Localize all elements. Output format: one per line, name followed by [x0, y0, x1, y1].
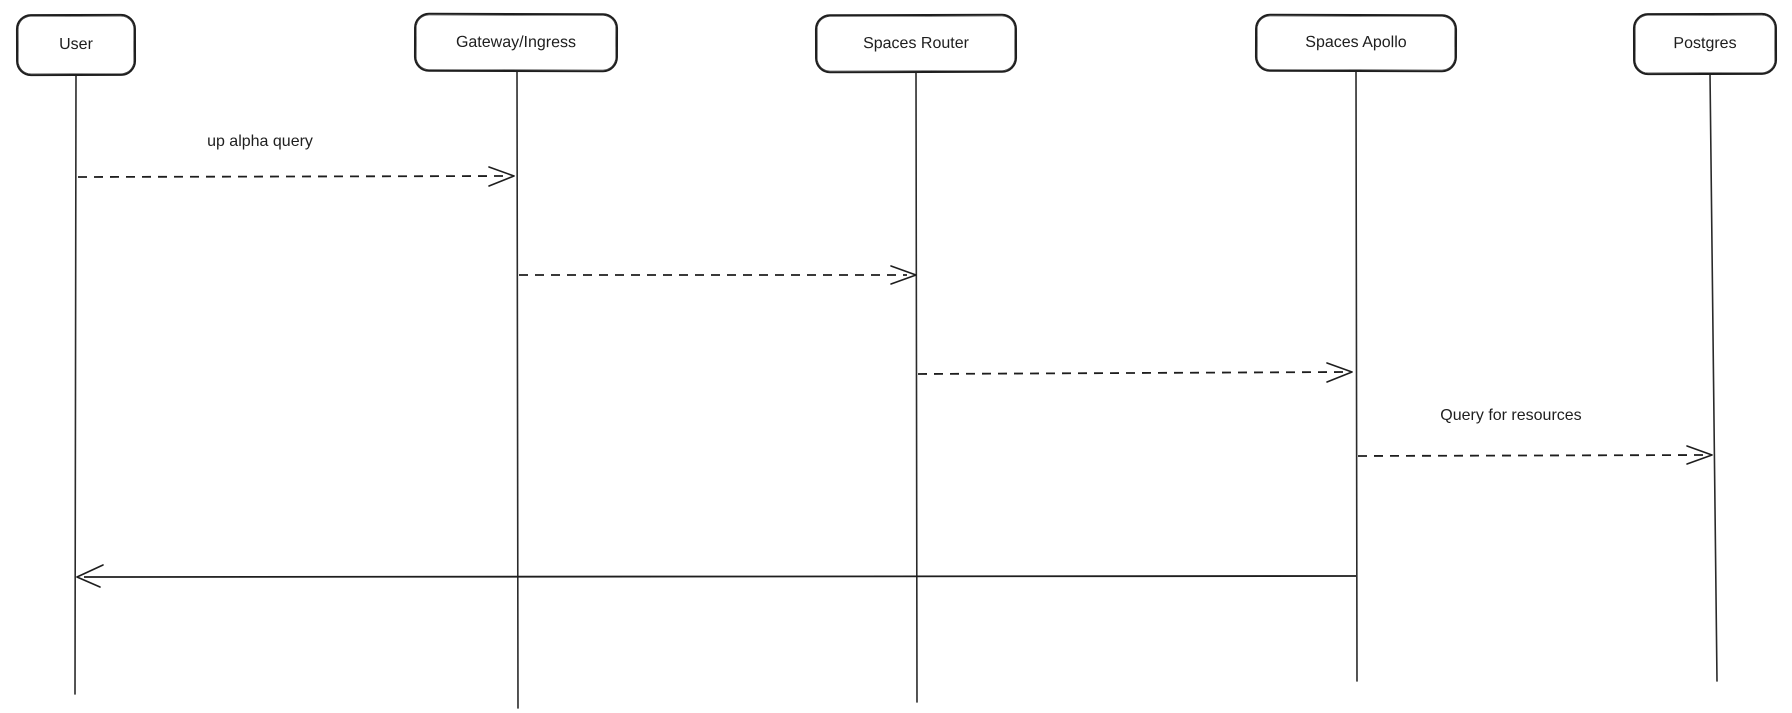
actor-box-spaces-router: Spaces Router — [814, 13, 1018, 74]
actor-box-spaces-apollo: Spaces Apollo — [1254, 13, 1458, 73]
message-label-query-for-resources: Query for resources — [1440, 407, 1582, 424]
lifeline-postgres — [1709, 72, 1718, 682]
actor-box-postgres: Postgres — [1632, 12, 1778, 76]
message-arrow-gateway-to-spaces-router — [519, 265, 917, 285]
lifeline-gateway-ingress — [516, 69, 519, 709]
actor-label-user: User — [59, 35, 93, 54]
actor-label-postgres: Postgres — [1673, 34, 1737, 53]
message-arrow-spaces-apollo-to-postgres — [1357, 445, 1713, 465]
actor-label-spaces-apollo: Spaces Apollo — [1305, 33, 1407, 52]
actor-label-gateway-ingress: Gateway/Ingress — [455, 33, 577, 51]
lifeline-user — [74, 73, 77, 695]
lifeline-spaces-router — [915, 70, 918, 703]
actor-box-user: User — [15, 13, 137, 77]
message-arrow-spaces-apollo-to-user — [76, 564, 1357, 588]
lifeline-spaces-apollo — [1355, 69, 1358, 682]
actor-box-gateway-ingress: Gateway/Ingress — [413, 12, 619, 73]
message-label-up-alpha-query: up alpha query — [207, 133, 313, 150]
message-arrow-spaces-router-to-spaces-apollo — [917, 362, 1353, 383]
actor-label-spaces-router: Spaces Router — [863, 34, 969, 52]
message-arrow-user-to-gateway — [77, 166, 515, 187]
